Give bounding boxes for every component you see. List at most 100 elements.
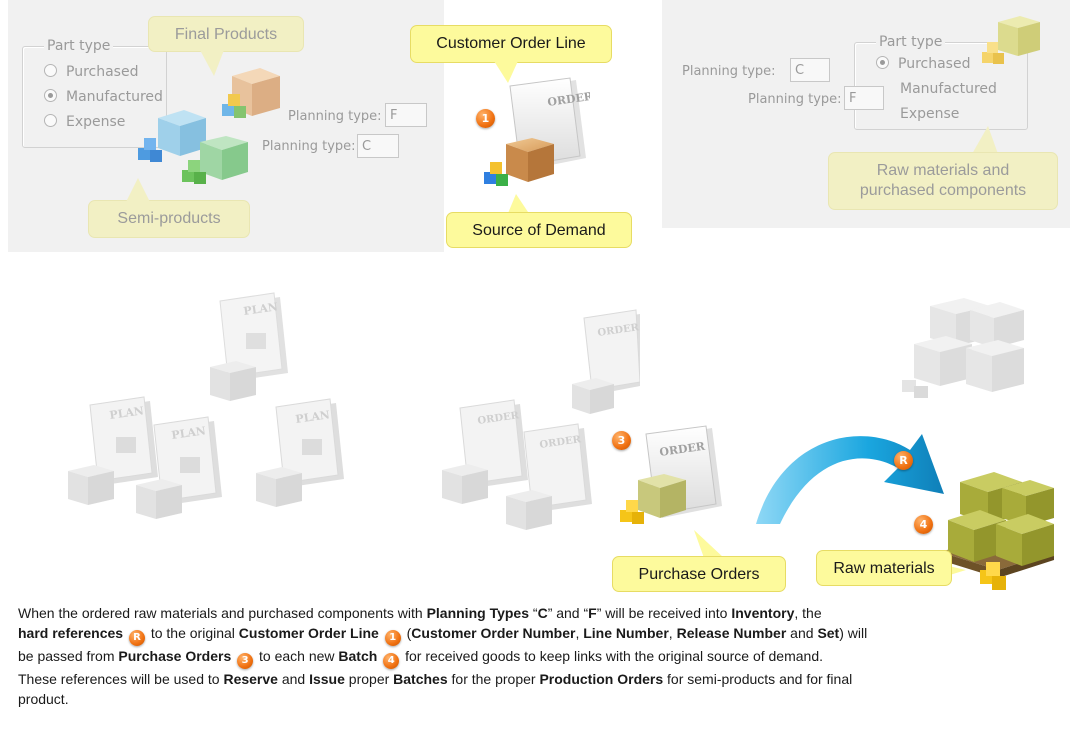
right-option-purchased[interactable]: Purchased: [876, 56, 970, 72]
callout-purchase-pointer: [694, 530, 724, 558]
semi-product-box-blue-icon: [158, 110, 206, 156]
description-segment: Customer Order Line: [238, 625, 379, 641]
callout-raw-and-purchased: Raw materials and purchased components: [828, 152, 1058, 210]
badge-1: 1: [476, 109, 495, 128]
final-product-cubes-icon: [222, 94, 246, 118]
description-segment: Batch: [338, 648, 378, 664]
plan-box-left-icon: [68, 465, 114, 505]
description-segment: F: [588, 605, 597, 621]
curved-arrow-icon: [756, 434, 944, 524]
raw-purchased-cubes-icon: [982, 42, 1004, 64]
description-segment: ” will be received into: [596, 605, 732, 621]
description-segment: for the proper: [447, 671, 540, 687]
right-option-expense[interactable]: Expense: [900, 106, 960, 122]
faded-order-document-top-icon: [583, 309, 640, 394]
callout-raw-materials: Raw materials: [816, 550, 952, 586]
plan-group: PLAN PLAN PLAN PLAN: [68, 292, 344, 519]
callout-customer-pointer: [494, 61, 518, 83]
faded-order-document-center-icon: [523, 423, 592, 512]
faded-orders-group: ORDER ORDER ORDER: [442, 309, 640, 530]
callout-source-of-demand: Source of Demand: [446, 212, 632, 248]
plan-document-right-icon: [275, 398, 344, 487]
description-segment: , the: [794, 605, 822, 621]
plan-box-center-icon: [136, 479, 182, 519]
description-segment: Purchase Orders: [118, 648, 232, 664]
plan-label-top: PLAN: [243, 300, 279, 318]
left-planning-label-c: Planning type:: [262, 139, 356, 154]
radio-icon: [44, 114, 57, 127]
faded-order-box-left-icon: [442, 464, 488, 504]
badge-4: 4: [914, 515, 933, 534]
plan-label-center: PLAN: [171, 424, 207, 442]
inline-badge-r: R: [128, 630, 145, 646]
order-cubes-icon: [484, 162, 508, 186]
description-segment: Release Number: [676, 625, 787, 641]
faded-order-box-center-icon: [506, 490, 552, 530]
right-planning-input-c[interactable]: C: [790, 58, 830, 82]
left-planning-label-f: Planning type:: [288, 109, 382, 124]
callout-raw-pointer: [972, 126, 998, 154]
description-segment: “: [529, 605, 538, 621]
description-segment: to the original: [146, 625, 239, 641]
purchase-order-cubes-icon: [620, 500, 644, 524]
left-option-expense[interactable]: Expense: [44, 114, 125, 130]
plan-document-left-icon: [89, 396, 158, 485]
description-segment: These references will be used to: [18, 671, 224, 687]
inline-badge-3: 3: [237, 653, 254, 669]
description-segment: Inventory: [731, 605, 795, 621]
callout-purchase-orders: Purchase Orders: [612, 556, 786, 592]
left-option-manufactured[interactable]: Manufactured: [44, 89, 163, 105]
raw-materials-pallet-icon: [940, 472, 1054, 590]
faded-order-document-left-icon: [459, 399, 528, 488]
description-segment: Issue: [309, 671, 345, 687]
badge-r: R: [894, 451, 913, 470]
description-segment: ) will: [839, 625, 868, 641]
plan-document-top-icon: [219, 292, 288, 381]
right-option-manufactured[interactable]: Manufactured: [900, 81, 997, 97]
semi-product-cubes-green-icon: [182, 160, 206, 184]
description-segment: Customer Order Number: [411, 625, 576, 641]
semi-product-box-green-icon: [200, 136, 248, 180]
callout-final-pointer: [200, 50, 224, 76]
plan-box-right-icon: [256, 467, 302, 507]
left-planning-input-f[interactable]: F: [385, 103, 427, 127]
description-segment: proper: [344, 671, 394, 687]
final-product-box-icon: [232, 68, 280, 116]
description-segment: product.: [18, 691, 69, 707]
inline-badge-4: 4: [383, 653, 400, 669]
right-planning-input-f[interactable]: F: [844, 86, 884, 110]
purchase-order-box-icon: [638, 474, 686, 518]
description-segment: for received goods to keep links with th…: [401, 648, 823, 664]
description-segment: ,: [575, 625, 584, 641]
plan-label-left: PLAN: [109, 404, 145, 422]
description-segment: for semi-products and for final: [663, 671, 853, 687]
description-text: When the ordered raw materials and purch…: [18, 603, 1058, 709]
faded-order-box-top-icon: [572, 378, 614, 414]
description-segment: ,: [668, 625, 677, 641]
callout-customer-order-line: Customer Order Line: [410, 25, 612, 63]
plan-label-right: PLAN: [295, 408, 331, 426]
callout-raw-line1: Raw materials and: [876, 162, 1010, 179]
callout-raw-line2: purchased components: [859, 182, 1027, 199]
description-segment: and: [786, 625, 818, 641]
badge-3: 3: [612, 431, 631, 450]
order-doc-label: ORDER: [547, 90, 590, 109]
description-segment: to each new: [255, 648, 339, 664]
description-segment: When the ordered raw materials and purch…: [18, 605, 427, 621]
order-box-icon: [506, 138, 554, 182]
callout-final-products: Final Products: [148, 16, 304, 52]
right-planning-label-f: Planning type:: [748, 92, 842, 107]
callout-semi-products: Semi-products: [88, 200, 250, 238]
radio-selected-icon: [44, 89, 57, 102]
left-planning-input-c[interactable]: C: [357, 134, 399, 158]
description-segment: Line Number: [583, 625, 669, 641]
right-part-type-title: Part type: [876, 34, 946, 50]
semi-product-cubes-blue-icon: [138, 138, 162, 162]
radio-icon: [44, 64, 57, 77]
description-segment: C: [537, 605, 548, 621]
faded-raw-stack-icon: [902, 298, 1024, 398]
description-segment: be passed from: [18, 648, 119, 664]
description-segment: Planning Types: [426, 605, 529, 621]
left-option-purchased[interactable]: Purchased: [44, 64, 138, 80]
right-planning-label-c: Planning type:: [682, 64, 776, 79]
